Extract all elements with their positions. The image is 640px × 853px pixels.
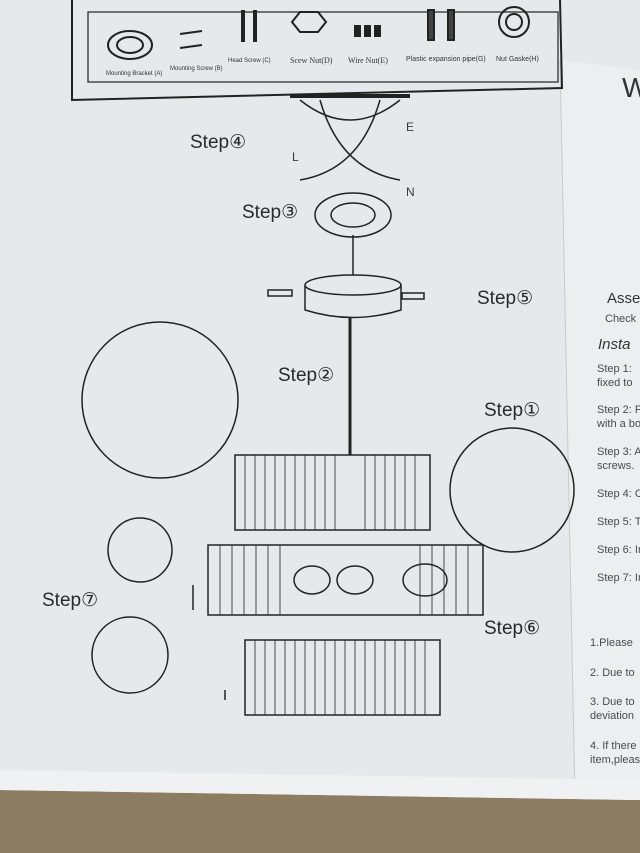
parts-box (71, 0, 564, 102)
note-line: 1.Please (590, 637, 633, 649)
step-3-label: Step③ (242, 202, 299, 223)
wire-label-l: L (292, 150, 299, 164)
step-6-label: Step⑥ (484, 618, 541, 639)
part-label-h: Nut Gaske(H) (496, 56, 539, 63)
step-line: Step 5: T (597, 516, 640, 528)
note-line: deviation (590, 710, 635, 722)
part-label-e: Wire Nut(E) (348, 56, 388, 65)
right-page (560, 60, 640, 800)
note-line: 4. If there (590, 740, 637, 752)
step-line: Step 4: C (597, 488, 640, 500)
note-line: 2. Due to (590, 667, 635, 679)
step-2-label: Step② (278, 365, 335, 386)
assembly-heading: Asse (607, 290, 640, 307)
install-heading: Insta (598, 336, 631, 353)
step-line: screws. (597, 460, 635, 472)
step-line: Step 1: (597, 363, 632, 375)
part-label-a: Mounting Bracket (A) (106, 71, 163, 77)
wire-label-e: E (406, 120, 415, 134)
step-5-label: Step⑤ (477, 288, 534, 309)
step-line: Step 7: In (597, 572, 640, 584)
note-line: 3. Due to (590, 696, 635, 708)
step-line: Step 2: F (597, 404, 640, 416)
right-title-fragment: W (622, 72, 640, 103)
fixture-diagram (81, 94, 575, 716)
step-line: fixed to (597, 377, 633, 389)
step-4-label: Step④ (190, 132, 247, 153)
step-7-label: Step⑦ (42, 590, 99, 611)
part-label-d: Scew Nut(D) (290, 56, 333, 65)
step-1-label: Step① (484, 400, 541, 421)
check-text: Check (605, 313, 637, 325)
note-line: item,pleas (590, 754, 640, 766)
part-label-g: Plastic expansion pipe(G) (406, 56, 486, 63)
wire-label-n: N (406, 185, 415, 199)
part-label-c: Head Screw (C) (228, 58, 271, 64)
step-line: Step 6: In (597, 544, 640, 556)
step-line: Step 3: A (597, 446, 640, 458)
carpet-background (0, 790, 640, 853)
part-label-b: Mounting Screw (B) (170, 66, 223, 72)
step-line: with a bo (597, 418, 640, 430)
